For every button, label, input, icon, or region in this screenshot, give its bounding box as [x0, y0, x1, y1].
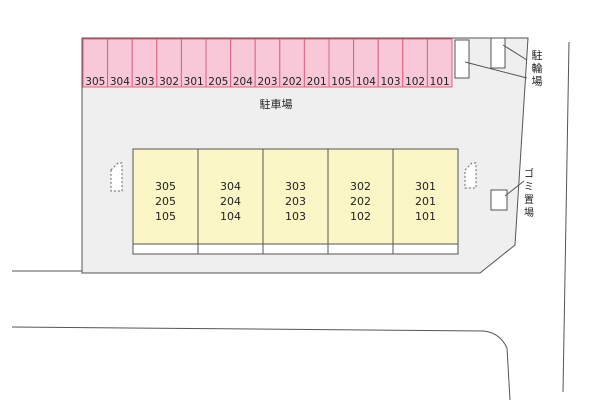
- bicycle-leader-line-1: [502, 44, 528, 61]
- parking-space-number: 301: [184, 76, 204, 88]
- parking-space-number: 302: [159, 76, 179, 88]
- building-balcony-strip: [392, 243, 459, 255]
- room-number: 105: [155, 210, 176, 223]
- parking-space-number: 202: [282, 76, 302, 88]
- parking-space-number: 104: [356, 76, 376, 88]
- building-balcony-strip: [132, 243, 199, 255]
- entrance-marker-left: [110, 162, 123, 192]
- room-number: 302: [350, 180, 371, 193]
- parking-space: [82, 38, 109, 88]
- bicycle-label-char-1: 駐: [532, 48, 543, 62]
- parking-space: [230, 38, 256, 88]
- room-number: 101: [415, 210, 436, 223]
- building-block: [327, 148, 394, 245]
- parking-space: [254, 38, 281, 88]
- room-number: 104: [220, 210, 241, 223]
- parking-space: [402, 38, 428, 88]
- building-block: [392, 148, 459, 245]
- parking-space-number: 103: [380, 76, 400, 88]
- garbage-label-char-3: 置: [524, 194, 534, 206]
- parking-space-number: 203: [257, 76, 277, 88]
- bicycle-leader-line-2: [464, 61, 528, 79]
- building-balcony-strip: [197, 243, 264, 255]
- parking-space: [303, 38, 330, 88]
- parking-space-number: 105: [331, 76, 351, 88]
- garbage-leader-line: [504, 180, 525, 197]
- parking-space-number: 204: [233, 76, 253, 88]
- parking-space: [180, 38, 207, 88]
- parking-space-number: 303: [134, 76, 154, 88]
- bicycle-stand-rect-left: [454, 39, 470, 79]
- garbage-label-char-4: 場: [524, 206, 534, 219]
- bicycle-label-char-2: 輪: [532, 61, 543, 75]
- room-number: 204: [220, 195, 241, 208]
- building-balcony-strip: [327, 243, 394, 255]
- parking-space-number: 102: [405, 76, 425, 88]
- apartment-buildings: 305 205 105 304 204 104 303 203 103 302 202 102 301 2…: [132, 148, 459, 255]
- garbage-label-char-1: ゴ: [524, 167, 534, 180]
- bicycle-parking: 駐 輪 場: [454, 37, 543, 88]
- parking-space: [353, 38, 379, 88]
- room-number: 201: [415, 195, 436, 208]
- parking-space-number: 205: [208, 76, 228, 88]
- bicycle-label-char-3: 場: [532, 75, 543, 88]
- room-number: 202: [350, 195, 371, 208]
- building-block: [132, 148, 199, 245]
- parking-space: [205, 38, 232, 88]
- room-number: 102: [350, 210, 371, 223]
- room-number: 301: [415, 180, 436, 193]
- room-number: 303: [285, 180, 306, 193]
- parking-space: [156, 38, 182, 88]
- parking-space: [328, 38, 355, 88]
- room-number: 203: [285, 195, 306, 208]
- garbage-area: ゴ ミ 置 場: [490, 167, 534, 219]
- parking-space: [426, 38, 453, 88]
- entrance-marker-right: [464, 162, 477, 189]
- parking-spaces-row: 305 304 303 302 301 205 204 203 202 201 105 104 103 1…: [82, 38, 453, 88]
- room-number: 305: [155, 180, 176, 193]
- parking-label: 駐車場: [260, 97, 293, 111]
- parking-space-number: 305: [85, 76, 105, 88]
- garbage-label-char-2: ミ: [524, 182, 534, 193]
- room-number: 205: [155, 195, 176, 208]
- bicycle-stand-rect-right: [490, 37, 506, 69]
- garbage-box-icon: [490, 189, 508, 211]
- room-number: 304: [220, 180, 241, 193]
- road-edge-lower: [11, 326, 511, 400]
- parking-space-number: 201: [307, 76, 327, 88]
- building-block: [197, 148, 264, 245]
- parking-space: [279, 38, 305, 88]
- road-edge-right: [562, 41, 570, 393]
- roads: [11, 41, 570, 400]
- building-balcony-strip: [262, 243, 329, 255]
- parking-space-number: 304: [110, 76, 130, 88]
- parking-space-number: 101: [430, 76, 450, 88]
- room-number: 103: [285, 210, 306, 223]
- parking-space: [131, 38, 158, 88]
- building-block: [262, 148, 329, 245]
